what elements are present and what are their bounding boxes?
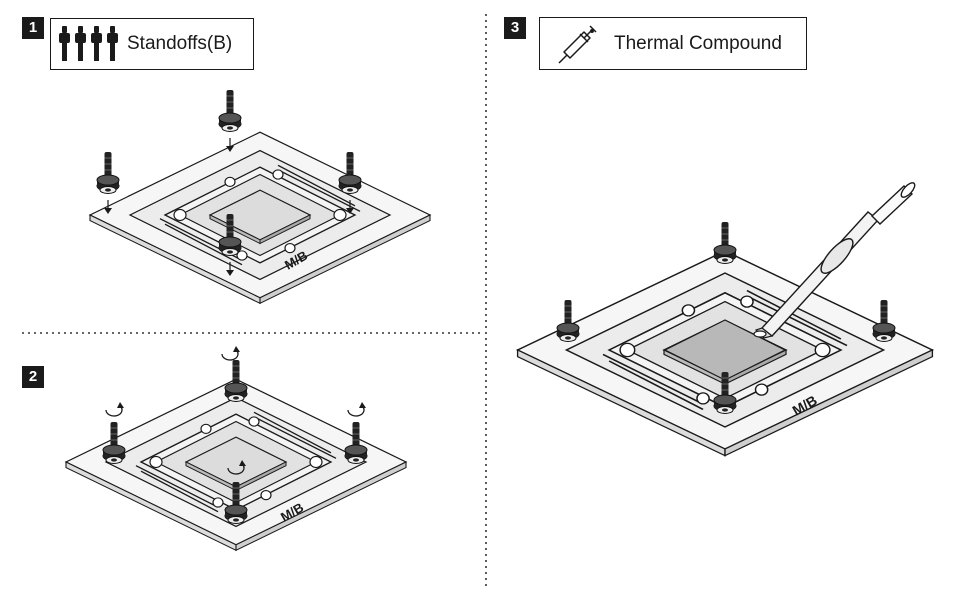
step-3-label: Thermal Compound	[614, 32, 782, 54]
standoff-bottom	[218, 213, 242, 276]
step-2-badge: 2	[22, 366, 44, 388]
step-1-label: Standoffs(B)	[127, 33, 233, 54]
step-3-illustration: M/B	[516, 182, 934, 457]
rotate-arrow-icon	[347, 401, 367, 417]
step-3-label-box: Thermal Compound	[539, 17, 807, 70]
step-3-badge: 3	[504, 17, 526, 39]
standoff-right	[338, 151, 362, 214]
syringe-icon	[558, 24, 597, 64]
step-1-badge: 1	[22, 17, 44, 39]
standoff-left	[96, 151, 120, 214]
step-1-illustration: M/B	[89, 89, 431, 305]
standoff-installed-top	[713, 221, 737, 264]
standoff-installed-left	[556, 299, 580, 342]
standoff-top	[218, 89, 242, 152]
standoff-installed-top	[224, 359, 248, 402]
step-1-label-box: Standoffs(B)	[50, 18, 254, 70]
rotate-arrow-icon	[221, 345, 241, 361]
rotate-arrow-icon	[105, 401, 125, 417]
standoff-installed-right	[872, 299, 896, 342]
step-2-illustration: M/B	[65, 345, 407, 552]
standoff-icon	[59, 26, 118, 61]
syringe	[753, 182, 916, 339]
